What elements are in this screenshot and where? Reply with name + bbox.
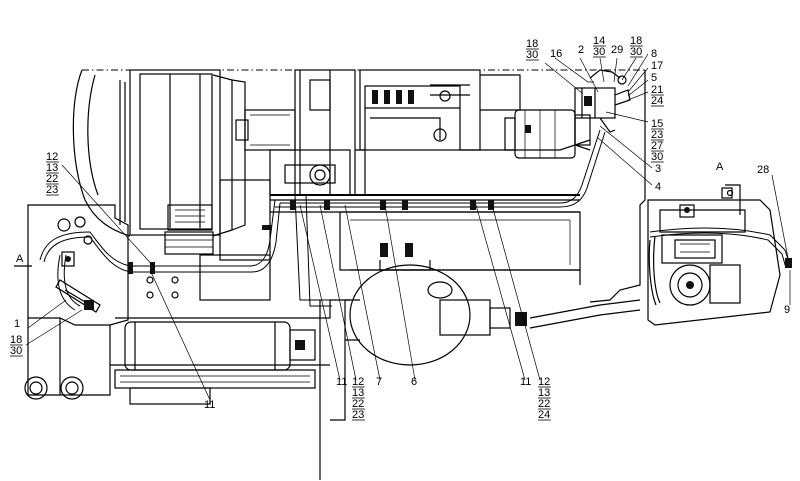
callout-number: 30 xyxy=(593,46,605,58)
callout-c-3: 3 xyxy=(655,163,661,175)
callout-number: 1 xyxy=(14,318,20,330)
callout-number: 24 xyxy=(651,95,663,107)
section-a-a-detail xyxy=(647,184,792,326)
callout-number: 9 xyxy=(784,304,790,316)
callout-c-8: 8 xyxy=(651,48,657,60)
section-mark-right: A xyxy=(716,161,724,173)
callout-c-5: 5 xyxy=(651,72,657,84)
callout-c-1: 1 xyxy=(14,318,20,330)
engine-block xyxy=(269,69,591,196)
callout-number: 23 xyxy=(651,129,663,141)
callout-number: 12 xyxy=(352,376,364,388)
callout-number: 17 xyxy=(651,60,663,72)
callout-c-2: 2 xyxy=(578,44,584,56)
callout-number: 12 xyxy=(538,376,550,388)
callout-c-6: 6 xyxy=(411,376,417,388)
callout-c-28: 28 xyxy=(757,164,769,176)
callout-number: 27 xyxy=(651,140,663,152)
callout-number: 28 xyxy=(757,164,769,176)
steering-cylinder xyxy=(24,279,101,400)
callout-number: 16 xyxy=(550,48,562,60)
callout-number: 12 xyxy=(46,151,58,163)
callout-c-29: 29 xyxy=(611,44,623,56)
callout-number: 11 xyxy=(336,376,347,388)
callout-c-17: 17 xyxy=(651,60,663,72)
callout-c-11-a: 11 xyxy=(204,399,215,411)
callout-number: 22 xyxy=(538,398,550,410)
leader-lines xyxy=(25,53,791,401)
callout-number: 30 xyxy=(526,49,538,61)
callout-number: 18 xyxy=(10,334,22,346)
callout-number: 3 xyxy=(655,163,661,175)
callout-number: 30 xyxy=(651,151,663,163)
section-markers: A A xyxy=(14,161,724,267)
callout-c-16: 16 xyxy=(550,48,562,60)
callout-number: 21 xyxy=(651,84,663,96)
callout-number: 18 xyxy=(630,35,642,47)
section-mark-left: A xyxy=(16,253,24,265)
callout-number: 22 xyxy=(352,398,364,410)
callout-number: 23 xyxy=(352,409,364,421)
callout-c-4: 4 xyxy=(655,181,661,193)
callout-number: 7 xyxy=(376,376,382,388)
pipe-clamps xyxy=(57,200,494,274)
callout-number: 11 xyxy=(520,376,531,388)
callout-number: 13 xyxy=(538,387,550,399)
hydraulic-lines xyxy=(39,129,606,311)
callout-number: 13 xyxy=(46,162,58,174)
callout-c-11-c: 11 xyxy=(520,376,531,388)
fuel-filter-housing xyxy=(345,243,641,366)
starter-motor xyxy=(504,109,591,159)
callout-number: 4 xyxy=(655,181,661,193)
callout-number: 30 xyxy=(10,345,22,357)
callout-number: 8 xyxy=(651,48,657,60)
callout-number: 18 xyxy=(526,38,538,50)
callout-number: 29 xyxy=(611,44,623,56)
callout-number: 2 xyxy=(578,44,584,56)
callout-number: 13 xyxy=(352,387,364,399)
callout-number: 14 xyxy=(593,35,605,47)
callout-c-7: 7 xyxy=(376,376,382,388)
callout-number: 22 xyxy=(46,173,58,185)
frame-channel xyxy=(146,179,581,301)
callout-number: 24 xyxy=(538,409,550,421)
lift-cylinder xyxy=(114,321,316,405)
callout-number: 11 xyxy=(204,399,215,411)
callout-number: 23 xyxy=(46,184,58,196)
callout-number: 30 xyxy=(630,46,642,58)
callout-number: 15 xyxy=(651,118,663,130)
callout-number: 5 xyxy=(651,72,657,84)
callout-c-9: 9 xyxy=(784,304,790,316)
callout-number: 6 xyxy=(411,376,417,388)
callout-c-11-b: 11 xyxy=(336,376,347,388)
valve-block xyxy=(574,69,631,151)
